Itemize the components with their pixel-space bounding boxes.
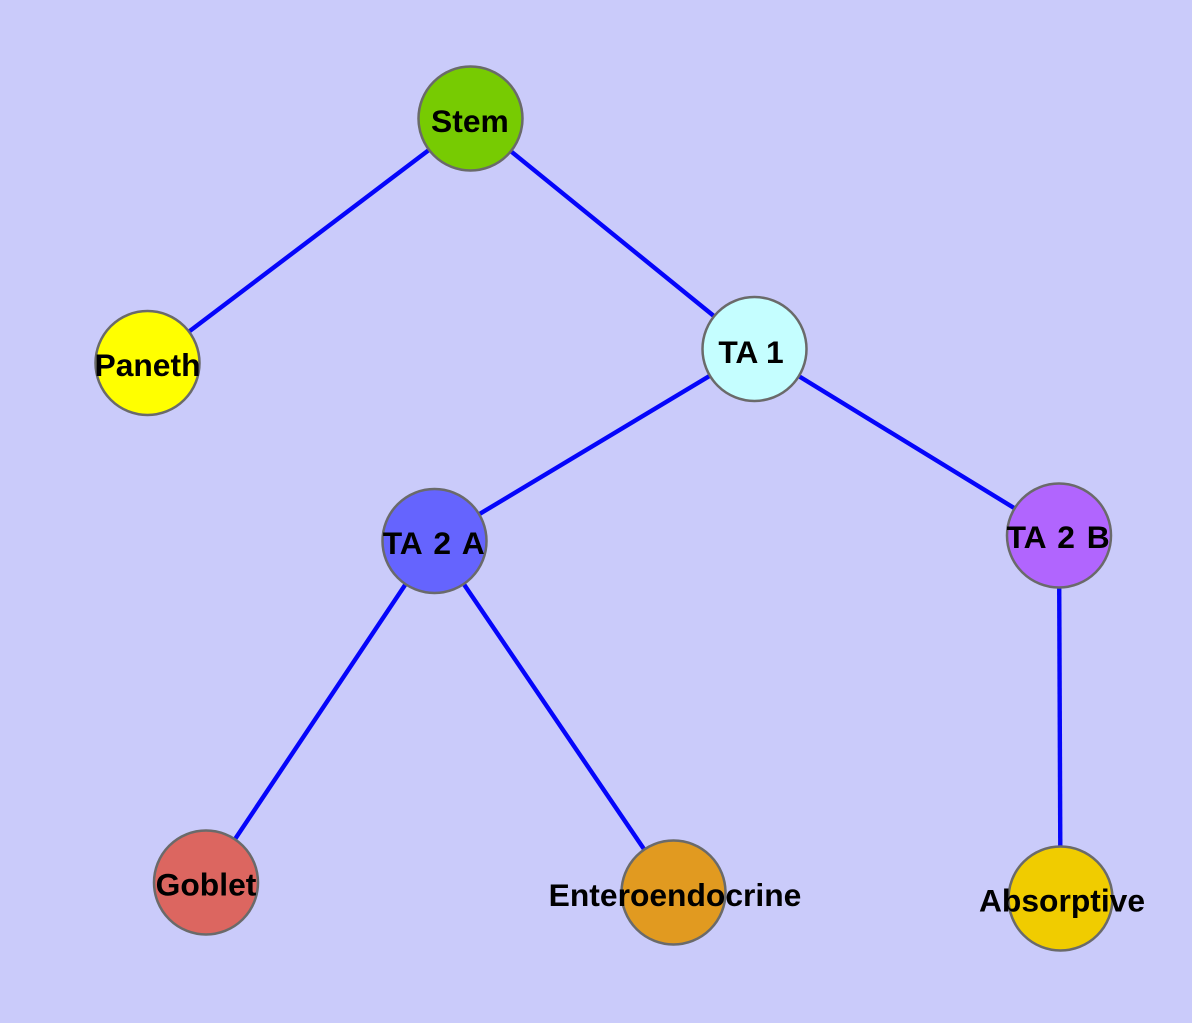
- svg-text:TA 1: TA 1: [718, 334, 783, 370]
- svg-text:Paneth: Paneth: [94, 347, 200, 383]
- svg-text:Enteroendocrine: Enteroendocrine: [549, 877, 802, 913]
- svg-text:Stem: Stem: [431, 103, 509, 139]
- svg-text:TA 2 A: TA 2 A: [383, 525, 485, 561]
- svg-text:Absorptive: Absorptive: [979, 883, 1145, 919]
- svg-text:TA 2 B: TA 2 B: [1007, 519, 1110, 555]
- svg-text:Goblet: Goblet: [156, 867, 257, 903]
